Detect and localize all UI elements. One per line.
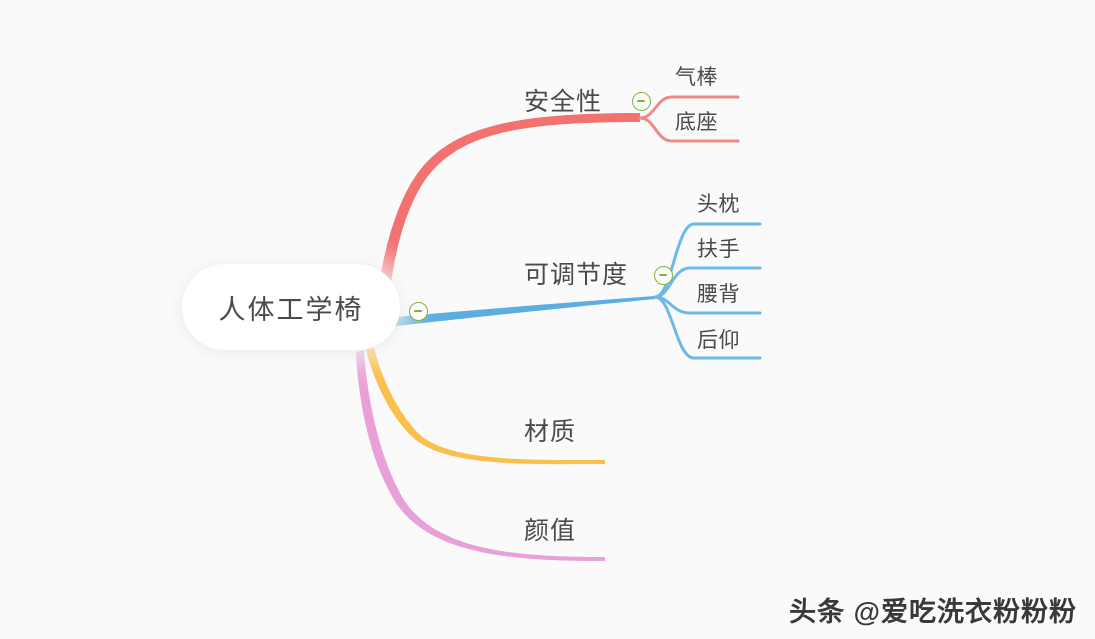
- root-node[interactable]: 人体工学椅: [182, 264, 400, 350]
- leaf-label-fushou[interactable]: 扶手: [697, 238, 740, 261]
- subconnector-adjust-houyang: [653, 295, 762, 360]
- leaf-label-dizuo[interactable]: 底座: [675, 111, 718, 134]
- branch-label-adjustability[interactable]: 可调节度: [524, 261, 629, 289]
- adjustability-collapse-toggle-icon[interactable]: [654, 266, 673, 285]
- trunk-path-material: [366, 347, 605, 465]
- branch-label-material[interactable]: 材质: [524, 418, 577, 446]
- root-node-label: 人体工学椅: [218, 294, 364, 325]
- trunk-path-safety: [377, 113, 640, 300]
- leaf-label-houyang[interactable]: 后仰: [697, 329, 740, 352]
- root-collapse-toggle-icon[interactable]: [409, 302, 428, 321]
- safety-collapse-toggle-icon[interactable]: [632, 92, 651, 111]
- branch-label-appearance[interactable]: 颜值: [524, 517, 577, 545]
- trunk-path-adjustability: [395, 296, 655, 326]
- leaf-label-qibang[interactable]: 气棒: [675, 66, 718, 89]
- leaf-label-yaobei[interactable]: 腰背: [697, 283, 740, 306]
- leaf-label-touzhen[interactable]: 头枕: [697, 193, 740, 216]
- watermark-text: 头条 @爱吃洗衣粉粉粉: [789, 597, 1077, 627]
- branch-label-safety[interactable]: 安全性: [524, 88, 603, 116]
